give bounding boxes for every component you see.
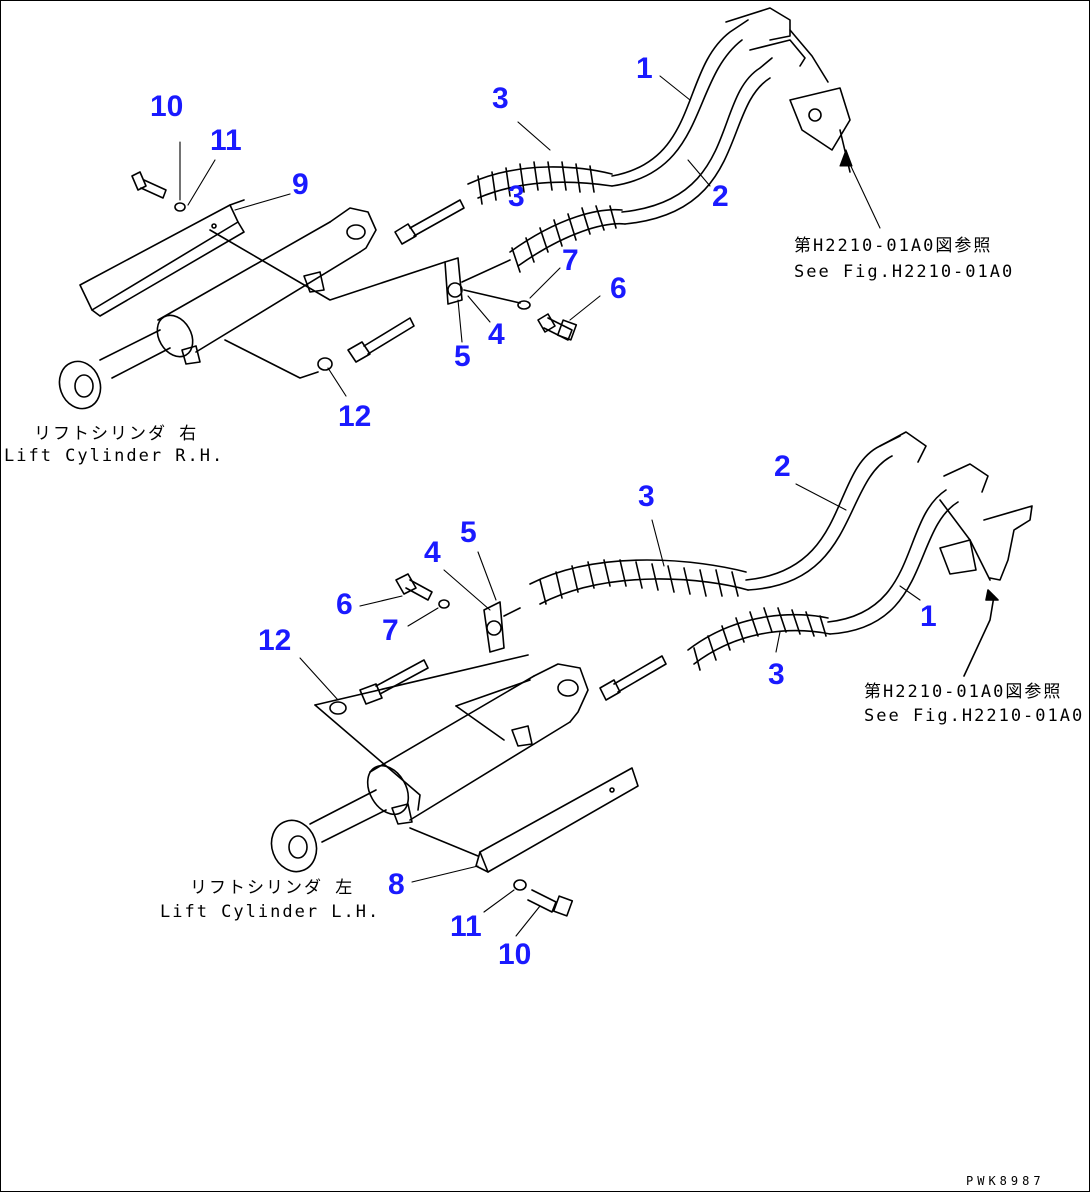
callout-1-lower: 1	[920, 600, 937, 633]
callout-12-upper: 12	[338, 400, 372, 433]
caption-ref-upper-en: See Fig.H2210-01A0	[794, 262, 1015, 282]
bolt-6-upper	[537, 313, 578, 341]
callout-1-upper: 1	[636, 52, 653, 85]
caption-lift-cylinder-rh-en: Lift Cylinder R.H.	[4, 446, 225, 466]
guard-plate-9	[79, 199, 245, 317]
hoses-lower	[529, 431, 1033, 677]
lift-cylinder-lh	[270, 654, 589, 873]
callout-11-lower: 11	[450, 910, 482, 943]
callout-9-upper: 9	[292, 168, 309, 201]
bolt-6-lower	[395, 573, 450, 609]
upper-assembly	[58, 7, 881, 410]
callout-12-lower: 12	[258, 624, 292, 657]
caption-ref-lower-jp: 第H2210-01A0図参照	[864, 682, 1063, 702]
caption-lift-cylinder-lh-en: Lift Cylinder L.H.	[160, 902, 381, 922]
caption-ref-upper-jp: 第H2210-01A0図参照	[794, 236, 993, 256]
caption-ref-lower-en: See Fig.H2210-01A0	[864, 706, 1085, 726]
callout-3a-lower: 3	[638, 480, 655, 513]
callout-3b-lower: 3	[768, 658, 785, 691]
callout-7-upper: 7	[562, 244, 579, 277]
callout-11-upper: 11	[210, 124, 242, 157]
bolt-10-lower	[513, 879, 574, 917]
clamp-lower	[483, 601, 521, 653]
callout-8-lower: 8	[388, 868, 405, 901]
hose-fittings-upper	[317, 199, 465, 371]
callout-2-upper: 2	[712, 180, 729, 213]
leaders-upper	[179, 75, 881, 397]
callout-10-upper: 10	[150, 90, 184, 123]
callout-2-lower: 2	[774, 450, 791, 483]
callout-5-lower: 5	[460, 516, 477, 549]
clamp-upper	[444, 257, 531, 310]
callout-6-lower: 6	[336, 588, 353, 621]
bolt-10-upper	[131, 171, 186, 212]
drawing-code: PWK8987	[966, 1174, 1045, 1188]
callout-5-upper: 5	[454, 340, 471, 373]
lift-cylinder-rh	[58, 207, 446, 410]
caption-lift-cylinder-rh-jp: リフトシリンダ 右	[34, 424, 199, 444]
callout-7-lower: 7	[382, 614, 399, 647]
callout-4-lower: 4	[424, 536, 441, 569]
leaders-lower	[299, 483, 921, 937]
callout-10-lower: 10	[498, 938, 532, 971]
caption-lift-cylinder-lh-jp: リフトシリンダ 左	[190, 878, 355, 898]
callout-3a-upper: 3	[492, 82, 509, 115]
guard-plate-8	[475, 767, 639, 873]
callout-6-upper: 6	[610, 272, 627, 305]
callout-4-upper: 4	[488, 318, 505, 351]
lower-assembly	[270, 431, 1033, 937]
callout-3b-upper: 3	[508, 180, 525, 213]
hose-fittings-lower	[329, 655, 667, 715]
hoses-upper	[467, 7, 851, 273]
